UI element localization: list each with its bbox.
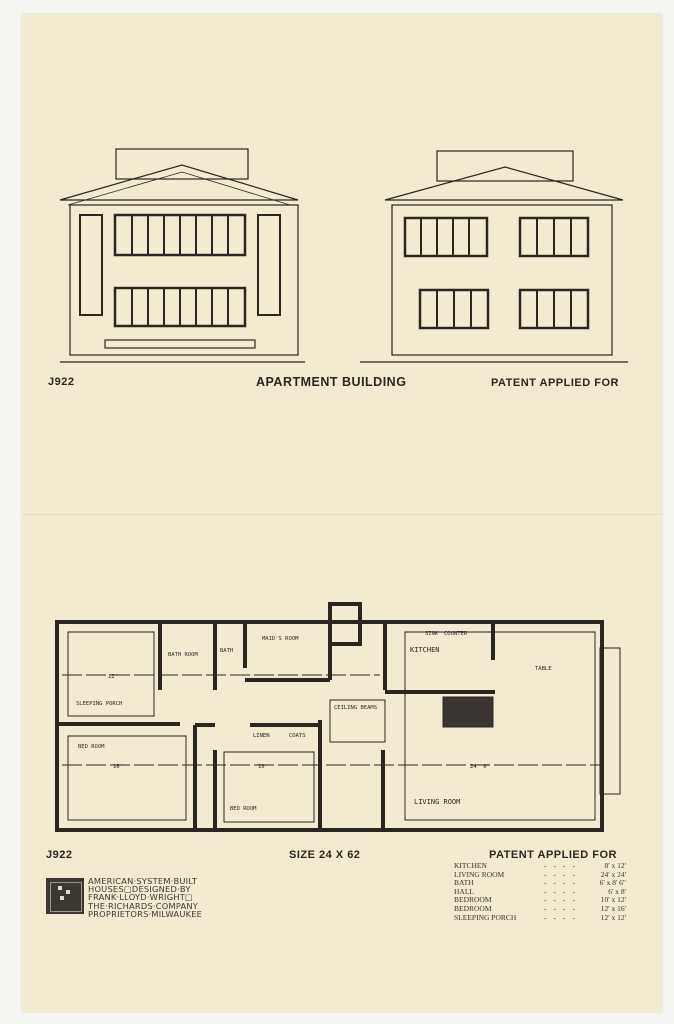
american-system-built-logo <box>46 878 84 914</box>
elevation-title: APARTMENT BUILDING <box>256 375 407 389</box>
label-bath-room: BATH ROOM <box>168 652 198 658</box>
label-table: TABLE <box>535 666 552 672</box>
room-size-row: BATH----6' x 8' 6" <box>454 878 626 888</box>
dim-bed2: 10' <box>258 764 268 770</box>
label-ceiling-beams: CEILING BEAMS <box>334 705 377 711</box>
room-size-row: KITCHEN----8' x 12' <box>454 861 626 870</box>
floor-plan: SLEEPING PORCH BATH ROOM BATH MAID'S ROO… <box>55 602 621 832</box>
plan-size: SIZE 24 X 62 <box>289 849 361 861</box>
elevation-code: J922 <box>48 376 75 388</box>
plan-patent: PATENT APPLIED FOR <box>489 849 617 861</box>
side-elevation <box>360 150 628 363</box>
label-linen: LINEN <box>253 733 270 739</box>
label-coats: COATS <box>289 733 306 739</box>
room-size-row: BEDROOM----10' x 12' <box>454 895 626 905</box>
front-elevation <box>59 148 305 363</box>
label-living-room: LIVING ROOM <box>414 798 460 806</box>
label-kitchen: KITCHEN <box>410 646 440 654</box>
logo-text: AMERICAN·SYSTEM·BUILT HOUSES▢DESIGNED·BY… <box>88 876 203 919</box>
label-maids-room: MAID'S ROOM <box>262 636 299 642</box>
label-bed-room-1: BED ROOM <box>78 744 105 750</box>
room-size-row: BEDROOM----12' x 16' <box>454 903 626 913</box>
room-size-row: LIVING ROOM----24' x 24' <box>454 869 626 879</box>
room-size-row: HALL----6' x 8' <box>454 886 626 896</box>
dim-bed1: 16' <box>113 764 123 770</box>
plan-code: J922 <box>46 849 73 861</box>
fold-line <box>22 514 662 515</box>
dim-living: 24' 0" <box>470 764 490 770</box>
elevation-patent: PATENT APPLIED FOR <box>491 377 619 389</box>
label-counter: COUNTER <box>444 631 468 637</box>
label-bath: BATH <box>220 648 233 654</box>
label-sink: SINK <box>425 631 439 637</box>
label-bed-room-2: BED ROOM <box>230 806 257 812</box>
room-size-row: SLEEPING PORCH----12' x 12' <box>454 912 626 922</box>
label-sleeping-porch: SLEEPING PORCH <box>76 701 122 707</box>
room-size-table: KITCHEN----8' x 12' LIVING ROOM----24' x… <box>454 861 626 922</box>
dim-sleeping: 12' <box>108 674 118 680</box>
